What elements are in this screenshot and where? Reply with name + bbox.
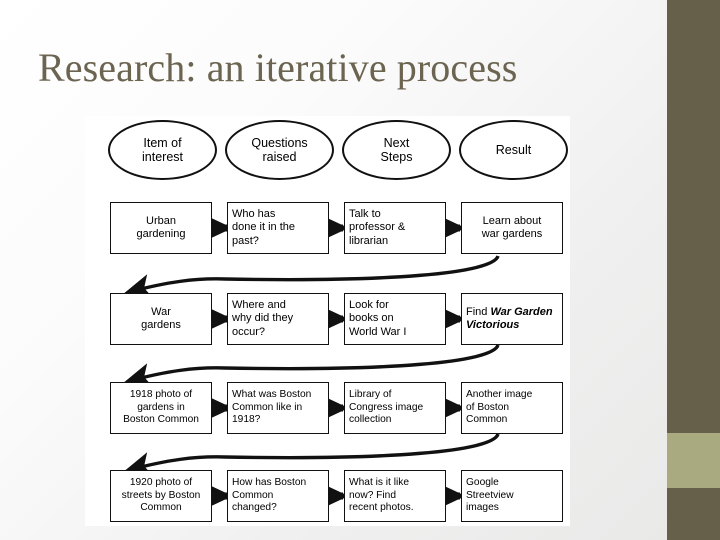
cell-text-prefix: Find [466, 305, 491, 318]
ellipse-label-line2: Steps [380, 150, 413, 164]
header-ellipse-result[interactable]: Result [459, 120, 568, 180]
page-title: Research: an iterative process [38, 45, 518, 90]
ellipse-label-line1: Next [383, 135, 410, 150]
ellipse-label-line1: Questions [251, 135, 308, 150]
ellipse-label-line1: Result [495, 142, 532, 157]
ellipse-label-line2: raised [262, 150, 297, 164]
ellipse-label-line2: interest [142, 150, 183, 164]
ellipse-label-line1: Item of [143, 135, 182, 150]
cell-text-emphasis: War Garden Victorious [466, 305, 553, 332]
right-accent-bar-light [667, 433, 720, 488]
flow-cell-r2c4[interactable]: Find War Garden Victorious [461, 293, 563, 345]
